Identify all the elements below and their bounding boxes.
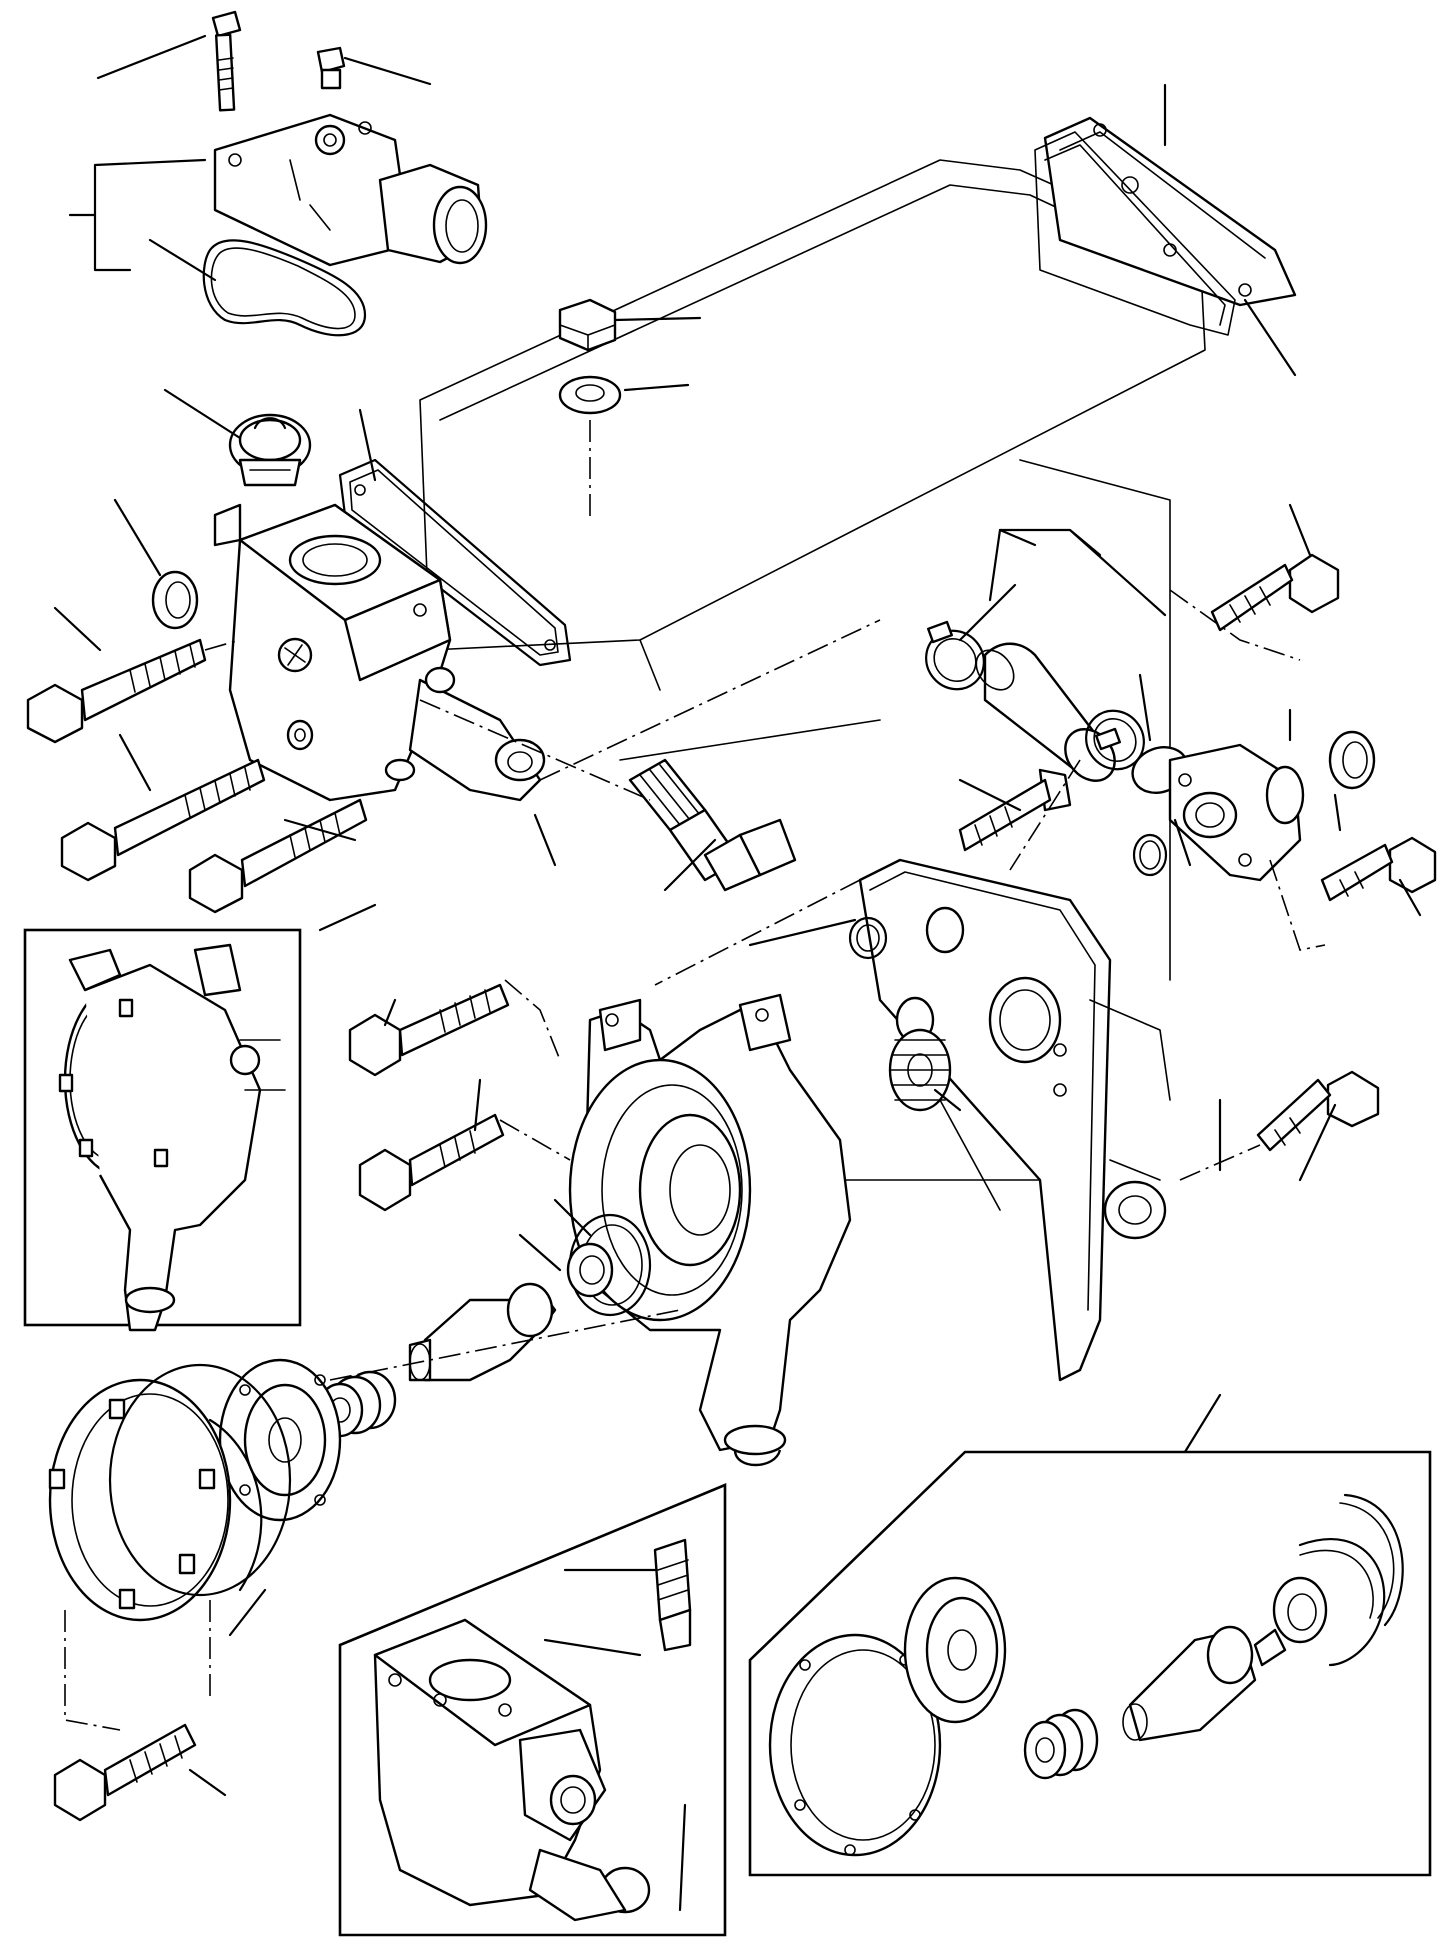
assembly-guide-lines bbox=[64, 420, 1326, 1731]
elbow-bolt-2 bbox=[1320, 836, 1437, 902]
pump-shaft bbox=[408, 1282, 557, 1382]
elbow-bolt-1 bbox=[1210, 553, 1340, 632]
housing-bolt-long-1 bbox=[26, 638, 207, 744]
bypass-hose bbox=[975, 642, 1116, 782]
gear-housing-plate bbox=[858, 858, 1171, 1382]
bleed-plug bbox=[316, 46, 346, 90]
housing-plug bbox=[151, 570, 199, 630]
bearing-seal bbox=[566, 1242, 614, 1298]
leader-lines bbox=[53, 34, 1422, 1797]
rear-cover-bolt bbox=[53, 1723, 197, 1822]
impeller bbox=[218, 1358, 342, 1522]
elbow-plug bbox=[1328, 730, 1376, 790]
rear-cover-seal bbox=[108, 1363, 292, 1597]
rear-cover-plate bbox=[1043, 116, 1297, 307]
temperature-sender bbox=[628, 758, 797, 892]
drain-plug-washer bbox=[558, 375, 622, 415]
pump-bolt-right bbox=[1256, 1070, 1380, 1152]
thermostat-housing bbox=[213, 503, 546, 802]
small-washer bbox=[286, 719, 314, 751]
pump-drive-gear bbox=[888, 1028, 952, 1112]
elbow-bolt-center bbox=[958, 768, 1072, 852]
drain-plug bbox=[558, 298, 617, 352]
housing-bolt-long-2 bbox=[60, 758, 266, 882]
water-pump-body bbox=[568, 993, 852, 1467]
housing-o-ring bbox=[848, 916, 888, 960]
pump-rear-cover bbox=[48, 1378, 263, 1622]
cover-bolt bbox=[211, 10, 242, 112]
thermostat-housing-with-sensor-inset bbox=[338, 1483, 727, 1937]
elbow-o-ring bbox=[1132, 833, 1168, 877]
pump-body-bolt-2 bbox=[358, 1113, 505, 1212]
thermostat bbox=[228, 413, 312, 487]
bypass-elbow bbox=[1131, 743, 1305, 882]
housing-bolt-long-3 bbox=[188, 798, 368, 914]
thermostat-cover bbox=[213, 113, 488, 267]
hose-clamp-1 bbox=[925, 620, 985, 691]
water-pump-assembly-inset bbox=[23, 928, 302, 1332]
pump-body-bolt-1 bbox=[348, 983, 510, 1077]
water-pump-repair-kit-inset bbox=[748, 1450, 1432, 1877]
rear-cover-gasket bbox=[1034, 131, 1236, 336]
mechanical-seal bbox=[316, 1370, 397, 1438]
cover-o-ring bbox=[202, 239, 367, 337]
